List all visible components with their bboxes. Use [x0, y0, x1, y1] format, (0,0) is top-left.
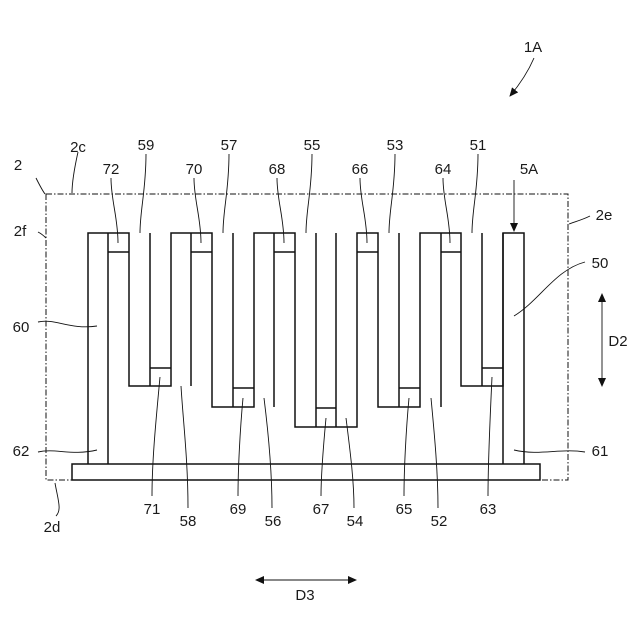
- top-label-53: 53: [387, 137, 404, 154]
- base-plate: [72, 464, 540, 480]
- bottom-label-71: 71: [144, 501, 161, 518]
- body-label: 50: [592, 255, 609, 272]
- bottom-separators: [150, 368, 503, 408]
- top-label-59: 59: [138, 137, 155, 154]
- region-corner-bottom-label: 2d: [44, 519, 61, 536]
- bottom-label-52: 52: [431, 513, 448, 530]
- region-corner-left-label: 2f: [14, 223, 27, 240]
- top-leader-lines: [111, 154, 478, 243]
- top-label-70: 70: [186, 161, 203, 178]
- region-corner-right-label: 2e: [596, 207, 613, 224]
- comb-structure-outline: [88, 233, 524, 464]
- top-label-66: 66: [352, 161, 369, 178]
- top-label-57: 57: [221, 137, 238, 154]
- bottom-label-69: 69: [230, 501, 247, 518]
- figure-pointer-arrow: [510, 58, 534, 96]
- bottom-label-63: 63: [480, 501, 497, 518]
- figure-label: 1A: [524, 39, 542, 56]
- right-side-label: 61: [592, 443, 609, 460]
- region-corner-top-label: 2c: [70, 139, 86, 156]
- direction-d2-label: D2: [608, 333, 627, 350]
- region-label: 2: [14, 157, 22, 174]
- bottom-label-58: 58: [180, 513, 197, 530]
- bottom-label-56: 56: [265, 513, 282, 530]
- bottom-label-65: 65: [396, 501, 413, 518]
- left-base-label: 62: [13, 443, 30, 460]
- finger-inner-edges: [108, 233, 503, 464]
- left-side-label: 60: [13, 319, 30, 336]
- direction-d3-label: D3: [295, 587, 314, 604]
- top-label-51: 51: [470, 137, 487, 154]
- top-label-72: 72: [103, 161, 120, 178]
- structure-label: 5A: [520, 161, 538, 178]
- bottom-label-54: 54: [347, 513, 364, 530]
- side-leader-lines: [36, 152, 590, 516]
- bottom-label-67: 67: [313, 501, 330, 518]
- top-label-55: 55: [304, 137, 321, 154]
- top-label-64: 64: [435, 161, 452, 178]
- top-label-68: 68: [269, 161, 286, 178]
